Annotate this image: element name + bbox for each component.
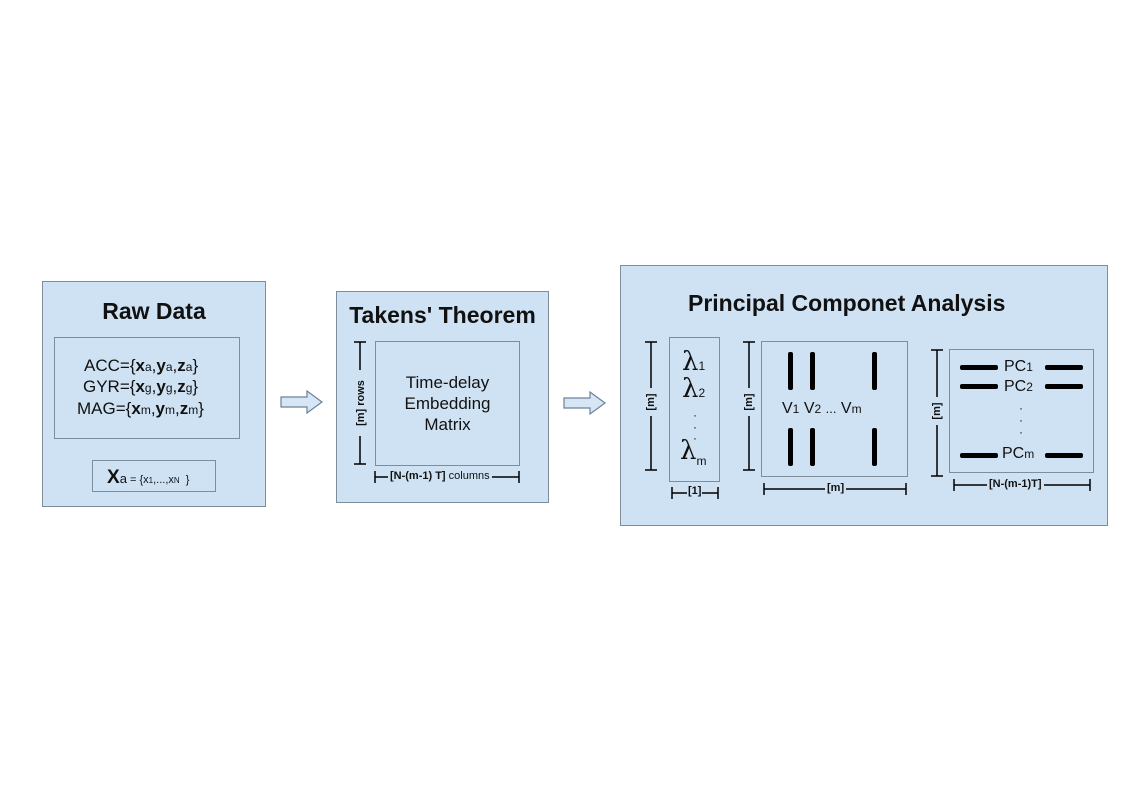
pcm-label: PCm (1002, 445, 1035, 462)
eigenvalue-vector-box (669, 337, 720, 482)
rows-label: [m] rows (354, 370, 368, 436)
pc-height-label: [m] (930, 397, 944, 425)
mag-equation: MAG={xm,ym,zm} (77, 399, 204, 418)
eigenvector-matrix-box (761, 341, 908, 477)
raw-data-panel: Raw Data ACC={xa,ya,za} GYR={xg,yg,zg} M… (42, 281, 266, 507)
pc-ellipsis-dot-1: · (1019, 401, 1023, 415)
takens-panel: Takens' Theorem Time-delay Embedding Mat… (336, 291, 549, 503)
lambda-ellipsis-dot-3: · (693, 431, 697, 445)
lambda-m: λm (680, 436, 707, 468)
pc1-label: PC1 (1004, 358, 1033, 375)
pcm-bar-left (960, 453, 998, 458)
raw-data-title: Raw Data (102, 298, 206, 324)
series-box: Xa = {x1,...,xN } (92, 460, 216, 492)
eigenvector-labels: V1 V2 ... Vm (782, 400, 862, 417)
pc1-bar-left (960, 365, 998, 370)
v1-bar-top (788, 352, 793, 390)
v2-bar-top (810, 352, 815, 390)
takens-title: Takens' Theorem (349, 302, 536, 328)
lambda-2: λ2 (682, 374, 706, 404)
pc2-label: PC2 (1004, 378, 1033, 395)
pcm-bar-right (1045, 453, 1083, 458)
pc2-bar-right (1045, 384, 1083, 389)
flow-arrow-2 (563, 391, 607, 415)
columns-label: [N-(m-1) T] columns (388, 470, 492, 482)
sensor-equations-box: ACC={xa,ya,za} GYR={xg,yg,zg} MAG={xm,ym… (54, 337, 240, 439)
vm-bar-top (872, 352, 877, 390)
lambda-ellipsis-dot-1: · (693, 408, 697, 422)
v1-bar-bottom (788, 428, 793, 466)
pca-panel: Principal Componet Analysis λ1 λ2 · · · … (620, 265, 1108, 526)
acc-equation: ACC={xa,ya,za} (84, 356, 199, 375)
eigen-width-label: [1] (687, 485, 703, 497)
v2-bar-bottom (810, 428, 815, 466)
vector-height-label: [m] (742, 388, 756, 416)
pc2-bar-left (960, 384, 998, 389)
embedding-matrix-label: Time-delay Embedding Matrix (404, 373, 491, 434)
pc-width-label: [N-(m-1)T] (987, 478, 1044, 490)
flow-arrow-1 (280, 390, 324, 414)
pc1-bar-right (1045, 365, 1083, 370)
embedding-matrix-box: Time-delay Embedding Matrix (375, 341, 520, 466)
lambda-1: λ1 (682, 347, 706, 377)
pca-title: Principal Componet Analysis (688, 290, 1006, 316)
lambda-ellipsis-dot-2: · (693, 420, 697, 434)
vector-width-label: [m] (825, 482, 847, 494)
gyr-equation: GYR={xg,yg,zg} (83, 377, 199, 396)
vm-bar-bottom (872, 428, 877, 466)
pc-ellipsis-dot-3: · (1019, 425, 1023, 439)
series-equation: Xa = {x1,...,xN } (107, 467, 190, 488)
eigen-height-label: [m] (644, 388, 658, 416)
pc-ellipsis-dot-2: · (1019, 413, 1023, 427)
